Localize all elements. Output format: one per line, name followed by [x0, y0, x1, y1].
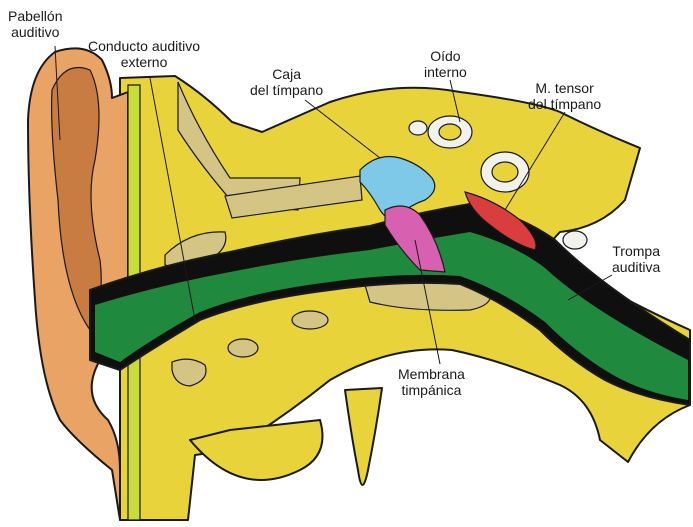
leader-tube	[568, 275, 612, 300]
leader-inner	[450, 80, 460, 122]
leader-canal	[150, 78, 195, 320]
leader-membrane	[415, 240, 440, 364]
leader-cavity	[305, 100, 380, 158]
leader-tensor	[505, 112, 565, 210]
leader-pinna	[55, 46, 60, 140]
